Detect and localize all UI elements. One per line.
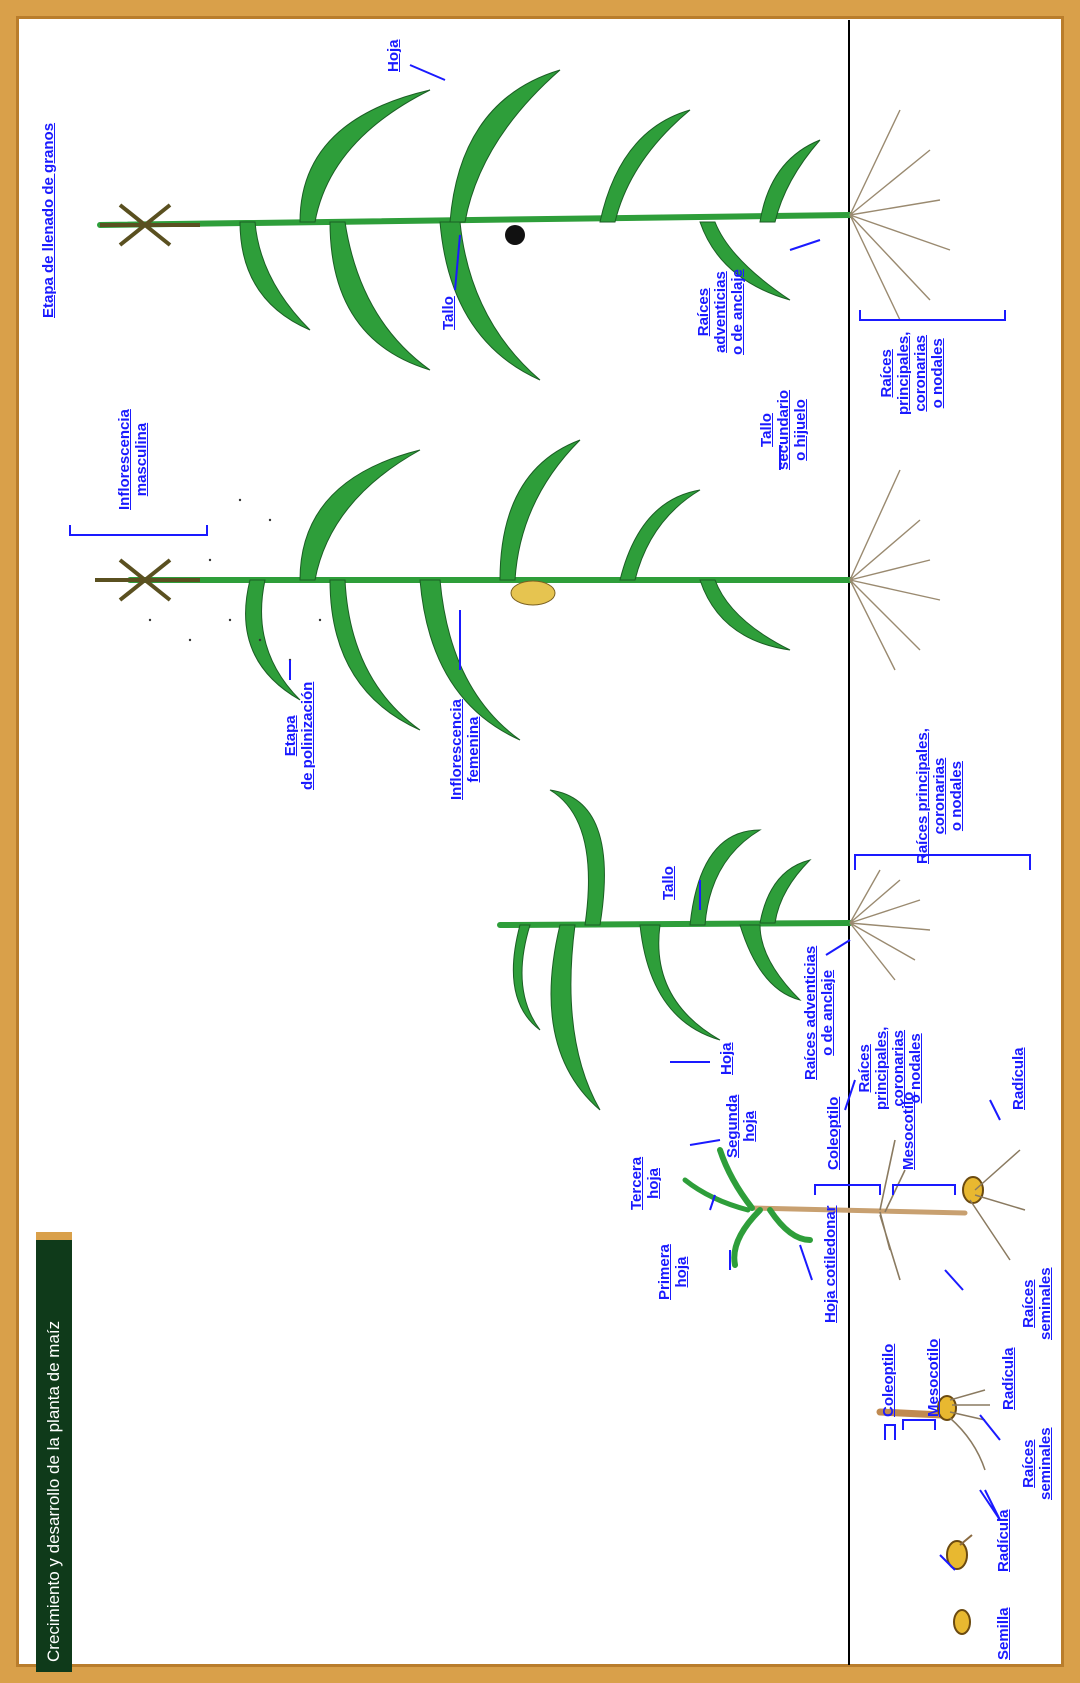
label-primera-hoja: Primera hoja <box>656 1244 690 1300</box>
label-hoja-3: Hoja <box>385 39 402 72</box>
label-raices-principales-3: Raíces principales, coronarias o nodales <box>878 332 946 415</box>
seed-stage <box>954 1610 970 1634</box>
label-tercera-hoja: Tercera hoja <box>628 1157 662 1210</box>
label-etapa-polinizacion: Etapa de polinización <box>282 682 316 790</box>
label-coleoptilo-1: Coleoptilo <box>880 1344 897 1417</box>
label-tallo-3: Tallo <box>440 296 457 330</box>
label-radicula-1: Radícula <box>995 1509 1012 1572</box>
label-raices-principales-1: Raíces principales, coronarias o nodales <box>856 1027 924 1110</box>
label-segunda-hoja: Segunda hoja <box>724 1095 758 1158</box>
germinating-seed <box>947 1535 972 1569</box>
grain-filling-plant <box>100 70 950 380</box>
label-raices-principales-2: Raíces principales, coronarias o nodales <box>914 728 965 864</box>
label-mesocotilo-1: Mesocotilo <box>925 1339 942 1417</box>
label-raices-seminales-2: Raíces seminales <box>1020 1267 1054 1340</box>
label-tallo-secundario: Tallo secundario o hijuelo <box>758 390 809 470</box>
label-coleoptilo-2: Coleoptilo <box>825 1097 842 1170</box>
label-radicula-2: Radícula <box>1000 1347 1017 1410</box>
label-hoja-cotiledonar: Hoja cotiledonar <box>822 1205 839 1323</box>
label-etapa-llenado: Etapa de llenado de granos <box>40 123 57 318</box>
label-raices-adventicias-2: Raíces adventicias o de anclaje <box>695 269 746 355</box>
label-semilla: Semilla <box>995 1607 1012 1660</box>
label-tallo-2: Tallo <box>660 866 677 900</box>
label-inflorescencia-masculina: Inflorescencia masculina <box>116 409 150 510</box>
label-inflorescencia-femenina: Inflorescencia femenina <box>448 699 482 800</box>
label-raices-seminales-1: Raíces seminales <box>1020 1427 1054 1500</box>
diagram-title-bar: Crecimiento y desarrollo de la planta de… <box>36 1232 72 1672</box>
label-raices-adventicias-1: Raíces adventicias o de anclaje <box>802 946 836 1080</box>
label-radicula-3: Radícula <box>1010 1047 1027 1110</box>
label-hoja-2: Hoja <box>718 1042 735 1075</box>
diagram-title: Crecimiento y desarrollo de la planta de… <box>36 1240 72 1672</box>
pollination-plant <box>95 440 940 740</box>
young-seedling <box>685 1140 1025 1280</box>
